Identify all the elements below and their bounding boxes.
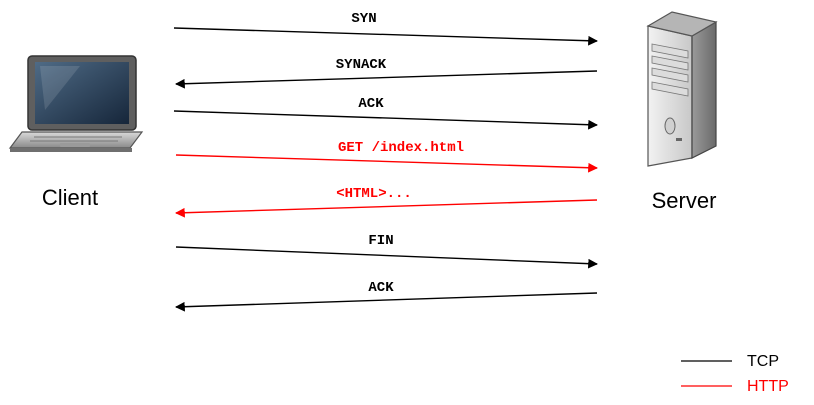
message-ack-1-arrow	[173, 110, 598, 130]
message-ack-1-label: ACK	[358, 96, 384, 112]
message-html-label: <HTML>...	[336, 186, 412, 202]
legend: TCP HTTP	[681, 353, 789, 395]
message-fin-label: FIN	[368, 233, 393, 249]
message-synack-label: SYNACK	[336, 57, 387, 73]
message-get-label: GET /index.html	[338, 140, 464, 156]
legend-http-label: HTTP	[747, 378, 789, 395]
message-syn: SYN	[173, 11, 598, 46]
server-label: Server	[652, 188, 717, 213]
message-synack-arrow	[175, 70, 598, 89]
message-ack-2-arrow	[175, 292, 598, 312]
message-synack: SYNACK	[175, 57, 598, 89]
message-ack-2: ACK	[175, 280, 598, 312]
message-fin-arrow	[175, 246, 598, 269]
message-ack-2-label: ACK	[368, 280, 394, 296]
client-label: Client	[42, 185, 98, 210]
message-ack-1: ACK	[173, 96, 598, 130]
message-syn-arrow	[173, 27, 598, 46]
message-fin: FIN	[175, 233, 598, 269]
laptop-icon	[8, 55, 144, 152]
message-syn-label: SYN	[351, 11, 376, 27]
message-html-arrow	[175, 199, 598, 218]
legend-tcp-label: TCP	[747, 353, 779, 370]
message-html: <HTML>...	[175, 186, 598, 218]
message-get: GET /index.html	[175, 140, 598, 173]
server-tower-icon	[646, 11, 718, 167]
message-get-arrow	[175, 154, 598, 173]
